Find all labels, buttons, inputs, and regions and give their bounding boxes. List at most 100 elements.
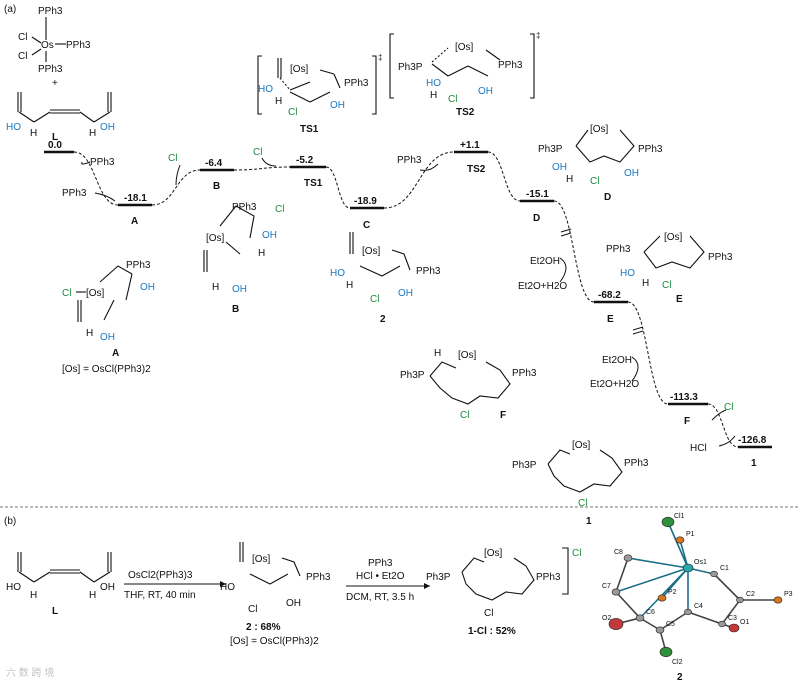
energy-label-TS2: TS2 [467,164,486,175]
pb-l-h-right: H [89,590,96,601]
xray-bond-C3-C4 [687,611,723,625]
xray-atom-C3 [718,620,726,628]
xray-bond-Os1-C7 [615,567,689,593]
xray-atom-label-P1: P1 [686,531,695,538]
xray-atom-C2 [736,596,744,604]
pb-1-os: [Os] [484,548,503,559]
f-os: [Os] [458,350,477,361]
os-ligand-top: PPh3 [38,6,63,17]
ligand-ho-left: HO [6,122,21,133]
panel-b-product-2: [Os] PPh3 HO Cl OH 2 : 68% [Os] = OsCl(P… [220,542,331,647]
step1-conditions: THF, RT, 40 min [124,590,196,601]
side-hcl: HCl [690,443,707,454]
ts2-label: TS2 [456,107,475,118]
xray-atom-label-C2: C2 [746,591,755,598]
axis-break-0-0 [560,228,572,233]
ts2-os: [Os] [455,42,474,53]
step1-reagent: OsCl2(PPh3)3 [128,570,193,581]
energy-label-F: F [684,416,690,427]
e-pph3-left: PPh3 [606,244,631,255]
side-pph3-ts2: PPh3 [397,155,422,166]
e-cl: Cl [662,280,671,291]
xray-atom-label-C5: C5 [666,621,675,628]
d-h: H [566,174,573,185]
xray-atom-Cl2 [659,646,673,658]
c-os: [Os] [362,246,381,257]
d-cl: Cl [590,176,599,187]
step2-reagent: PPh3 [368,558,393,569]
xray-atom-P3 [773,596,783,604]
xray-atom-label-C4: C4 [694,603,703,610]
ts1-cl: Cl [288,107,297,118]
side-pph3-out: PPh3 [90,157,115,168]
b-h-top: H [258,248,265,259]
e-h: H [642,278,649,289]
panel-b-ligand-L: HO H H OH L [6,552,115,617]
b-oh-top: OH [262,230,277,241]
c-cl: Cl [370,294,379,305]
xray-atom-label-O1: O1 [740,619,749,626]
structure-E: PPh3 [Os] PPh3 HO H Cl E [606,232,733,305]
energy-value-1: -126.8 [738,435,767,446]
pb-1-yield: 1-Cl : 52% [468,626,516,637]
xray-atom-O1 [728,623,740,633]
os-ligand-right: PPh3 [66,40,91,51]
side-et2o-h2o-2: Et2O+H2O [590,379,639,390]
reaction-step-2: PPh3 HCl • Et2O DCM, RT, 3.5 h [346,558,430,603]
panel-a-label: (a) [4,4,16,15]
p1-os: [Os] [572,440,591,451]
side-et2oh-2: Et2OH [602,355,632,366]
axis-break-0-4 [560,232,572,237]
structure-TS2: ‡ Ph3P [Os] PPh3 HO H Cl OH TS2 [389,31,540,118]
f-pph3-left: Ph3P [400,370,425,381]
side-pph3-in: PPh3 [62,188,87,199]
xray-atom-C1 [710,570,718,578]
c-h: H [346,280,353,291]
energy-label-E: E [607,314,614,325]
pb-1-cl: Cl [484,608,493,619]
xray-atom-C6 [635,614,645,622]
os-metal: Os [41,40,54,51]
ts2-cl: Cl [448,94,457,105]
energy-label-TS1: TS1 [304,178,323,189]
energy-connector-C-TS2 [383,151,455,209]
p1-pph3-right: PPh3 [624,458,649,469]
energy-connector-D-E [553,200,595,303]
svg-text:‡: ‡ [536,31,540,40]
c-label: 2 [380,314,386,325]
pb-2-os-def: [Os] = OsCl(PPh3)2 [230,636,319,647]
ts1-pph3: PPh3 [344,78,369,89]
ts1-h: H [275,96,282,107]
f-cl: Cl [460,410,469,421]
ligand-h-right: H [89,128,96,139]
xray-bond-C2-C3 [721,599,741,625]
energy-value-F: -113.3 [670,392,698,403]
ligand-oh-right: OH [100,122,115,133]
svg-text:‡: ‡ [378,53,382,62]
xray-atom-C8 [623,554,633,562]
pb-2-yield: 2 : 68% [246,622,281,633]
xray-atom-label-C6: C6 [646,609,655,616]
xray-atom-P1 [675,536,685,544]
xray-bond-C1-C2 [713,573,741,601]
energy-connector-A-B [151,169,201,206]
energy-value-TS2: +1.1 [460,140,480,151]
xray-bond-Os1-C8 [627,557,689,569]
ts1-oh: OH [330,100,345,111]
xray-atom-label-P2: P2 [668,589,677,596]
energy-connector-F-1 [707,403,739,448]
energy-value-E: -68.2 [598,290,621,301]
b-os: [Os] [206,233,225,244]
xray-atom-C5 [655,626,665,634]
energy-label-B: B [213,181,220,192]
panel-b-product-1: [Os] Ph3P PPh3 Cl Cl 1-Cl : 52% [426,547,581,637]
structure-product-1: [Os] Ph3P PPh3 Cl 1 [512,440,649,527]
energy-value-A: -18.1 [124,193,147,204]
energy-connector-TS1-C [325,166,351,209]
energy-value-B: -6.4 [205,158,223,169]
step2-line2: HCl • Et2O [356,571,405,582]
xray-bond-P1-Os1 [679,539,689,569]
a-h: H [86,328,93,339]
